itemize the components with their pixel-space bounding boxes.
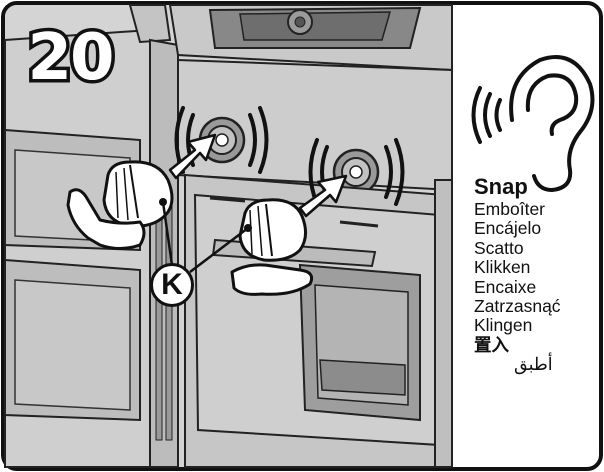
translation-es: Encájelo xyxy=(474,219,598,238)
instruction-primary: Snap xyxy=(474,176,598,198)
step-number: 20 xyxy=(14,24,126,92)
knob-icon xyxy=(240,200,306,260)
translation-ar: أطبق xyxy=(474,355,598,374)
knob-icon xyxy=(104,162,172,226)
translation-it: Scatto xyxy=(474,239,598,258)
translation-nl: Klikken xyxy=(474,258,598,277)
translation-de: Klingen xyxy=(474,316,598,335)
instruction-text: Snap Emboîter Encájelo Scatto Klikken En… xyxy=(474,176,598,375)
hand-icon xyxy=(232,265,312,295)
translation-fr: Emboîter xyxy=(474,200,598,219)
translation-pl: Zatrzasnąć xyxy=(474,297,598,316)
callout-label: K xyxy=(150,263,194,307)
translation-zh: 置入 xyxy=(474,336,598,355)
translation-pt: Encaixe xyxy=(474,278,598,297)
